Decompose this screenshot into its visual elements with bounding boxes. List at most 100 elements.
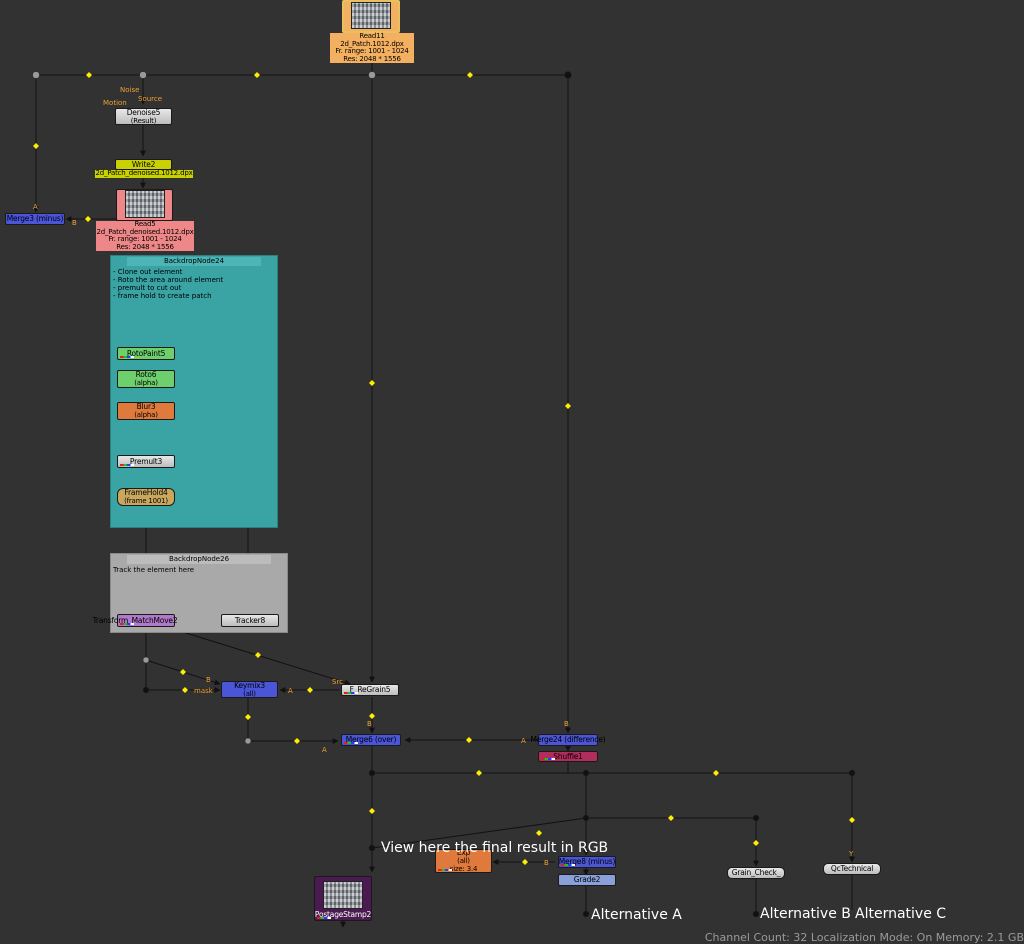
dot-transform-out[interactable] <box>142 656 150 664</box>
edge-marker <box>522 859 528 865</box>
node-title: PostageStamp2 <box>314 910 372 919</box>
edge-marker <box>713 770 719 776</box>
dot-read11[interactable] <box>368 71 376 79</box>
node-title: Exp <box>456 848 471 857</box>
edge-marker <box>369 808 375 814</box>
dot-output-3[interactable] <box>848 769 856 777</box>
node-title: Keymix3 <box>234 680 265 690</box>
note-alternative-c[interactable]: Alternative C <box>855 906 947 922</box>
node-subtitle: (alpha) <box>134 379 158 387</box>
node-title: Roto6 <box>135 370 157 379</box>
node-merge6[interactable]: Merge6 (over) <box>341 734 401 746</box>
node-subtitle: (frame 1001) <box>124 497 168 505</box>
edge-marker <box>255 652 261 658</box>
edge-marker <box>180 669 186 675</box>
node-keymix3[interactable]: Keymix3 (all) <box>221 681 278 698</box>
backdrop-note: - Clone out element - Roto the area arou… <box>113 268 224 300</box>
note-final-result[interactable]: View here the final result in RGB <box>381 840 609 856</box>
dot-grain-bus[interactable] <box>752 814 760 822</box>
edge-marker <box>476 770 482 776</box>
dot-alt-bus[interactable] <box>582 814 590 822</box>
node-write2[interactable]: Write2 <box>115 159 172 170</box>
edge-label-y: Y <box>849 850 854 858</box>
read5-label: Read5 2d_Patch_denoised.1012.dpx Fr. ran… <box>96 220 194 251</box>
dot-final[interactable] <box>368 844 376 852</box>
dot-left[interactable] <box>32 71 40 79</box>
node-title: QcTechnical <box>830 864 874 873</box>
edge-marker <box>369 380 375 386</box>
node-read11[interactable] <box>342 0 400 33</box>
edge-label-b: B <box>72 219 77 227</box>
note-alternative-b[interactable]: Alternative B <box>760 906 851 922</box>
node-roto6[interactable]: Roto6 (alpha) <box>117 370 175 388</box>
file-name: 2d_Patch.1012.dpx <box>340 39 404 48</box>
node-shuffle1[interactable]: Shuffle1 <box>538 751 598 762</box>
node-read5[interactable] <box>116 189 173 221</box>
node-f-regrain5[interactable]: F_ReGrain5 <box>341 684 399 696</box>
channel-chip <box>120 623 134 625</box>
frame-range: Fr. range: 1001 - 1024 <box>335 47 409 55</box>
edge-marker <box>245 714 251 720</box>
node-title: Tracker8 <box>234 615 266 625</box>
file-name: 2d_Patch_denoised.1012.dpx <box>96 227 194 236</box>
node-title: Blur3 <box>136 402 156 411</box>
node-rotopaint5[interactable]: RotoPaint5 <box>117 347 175 360</box>
note-alternative-a[interactable]: Alternative A <box>591 907 682 923</box>
edge-label-b: B <box>564 720 569 728</box>
edge-marker <box>294 738 300 744</box>
edge-marker <box>182 687 188 693</box>
edge-final-diag <box>371 817 587 849</box>
node-caption: size: 3.4 <box>449 865 478 873</box>
dot-alt-a[interactable] <box>582 910 590 918</box>
node-premult3[interactable]: Premult3 <box>117 455 175 468</box>
edge-label-b: B <box>367 720 372 728</box>
node-merge3[interactable]: Merge3 (minus) <box>5 213 65 225</box>
node-subtitle: (all) <box>457 857 470 865</box>
node-title: Read5 <box>134 220 156 228</box>
thumbnail <box>124 190 165 218</box>
edge-marker <box>536 830 542 836</box>
node-title: F_ReGrain5 <box>349 685 391 694</box>
edge-label-noise: Noise <box>120 86 140 94</box>
node-grade2[interactable]: Grade2 <box>558 874 616 886</box>
edge-marker <box>467 72 473 78</box>
dot-alt-b[interactable] <box>752 910 760 918</box>
edge-marker <box>254 72 260 78</box>
edge-marker <box>466 737 472 743</box>
node-merge24[interactable]: Merge24 (difference) <box>531 734 606 746</box>
dot-right[interactable] <box>564 71 572 79</box>
edge-label-source: Source <box>138 95 163 103</box>
node-postagestamp2[interactable]: PostageStamp2 <box>314 876 372 921</box>
node-denoise5[interactable]: Denoise5 (Result) <box>115 108 172 125</box>
node-title: Merge8 (minus) <box>558 857 616 866</box>
node-merge8[interactable]: Merge8 (minus) <box>558 856 616 868</box>
edge-label-src: Src <box>332 678 344 686</box>
edge-label-a: A <box>521 737 526 745</box>
node-title: Transform_MatchMove2 <box>92 615 178 625</box>
dot-output[interactable] <box>368 769 376 777</box>
channel-chip <box>120 464 134 466</box>
node-title: Shuffle1 <box>553 751 583 761</box>
dot-keymix-out[interactable] <box>244 737 252 745</box>
dot-denoise[interactable] <box>139 71 147 79</box>
backdrop-node-24[interactable]: BackdropNode24 - Clone out element - Rot… <box>110 255 278 528</box>
node-grain-check[interactable]: Grain_Check_ <box>727 867 785 879</box>
node-exposure[interactable]: Exp (all) size: 3.4 <box>435 849 492 873</box>
status-bar: Channel Count: 32 Localization Mode: On … <box>704 931 1024 944</box>
dot-output-2[interactable] <box>582 769 590 777</box>
node-tracker8[interactable]: Tracker8 <box>221 614 279 627</box>
node-qctechnical[interactable]: QcTechnical <box>823 863 881 875</box>
node-title: RotoPaint5 <box>126 348 166 358</box>
edge-marker <box>565 403 571 409</box>
node-subtitle: (all) <box>243 689 256 698</box>
node-transform-matchmove2[interactable]: Transform_MatchMove2 <box>93 614 178 627</box>
node-blur3[interactable]: Blur3 (alpha) <box>117 402 175 420</box>
node-subtitle: (alpha) <box>134 411 158 419</box>
backdrop-title: BackdropNode24 <box>127 257 261 266</box>
node-framehold4[interactable]: FrameHold4 (frame 1001) <box>117 488 175 506</box>
channel-chip <box>438 869 452 871</box>
dot-transform-mask[interactable] <box>142 686 150 694</box>
node-title: Denoise5 <box>126 107 161 117</box>
edge-markers <box>33 72 855 865</box>
edge-marker <box>86 72 92 78</box>
